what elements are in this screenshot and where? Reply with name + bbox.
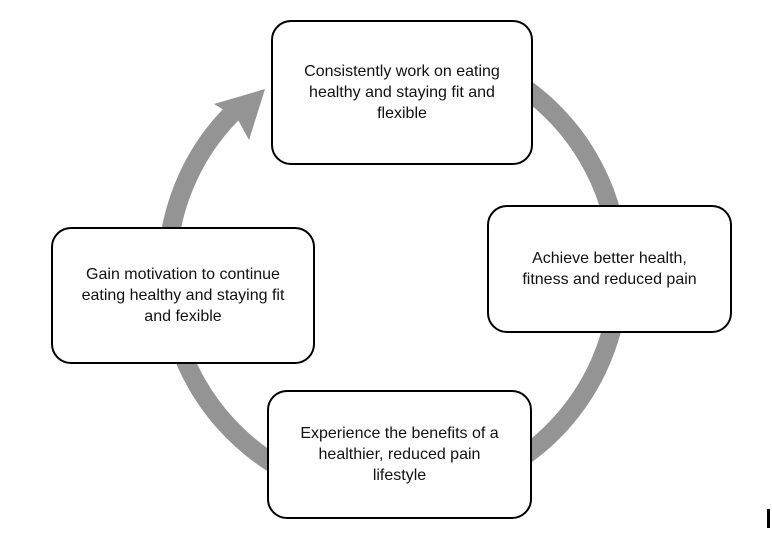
cycle-node-left[interactable]: Gain motivation to continue eating healt… — [51, 227, 315, 364]
cycle-node-left-label: Gain motivation to continue eating healt… — [81, 266, 285, 325]
cycle-node-bottom-label: Experience the benefits of a healthier, … — [300, 425, 499, 484]
cycle-node-bottom[interactable]: Experience the benefits of a healthier, … — [267, 390, 532, 519]
text-cursor — [767, 509, 770, 528]
cycle-node-top[interactable]: Consistently work on eating healthy and … — [271, 20, 533, 165]
cycle-node-top-label: Consistently work on eating healthy and … — [304, 63, 500, 122]
cycle-node-right-label: Achieve better health, fitness and reduc… — [522, 250, 697, 288]
cycle-arrowhead-icon — [214, 89, 265, 140]
cycle-node-right[interactable]: Achieve better health, fitness and reduc… — [487, 205, 732, 333]
